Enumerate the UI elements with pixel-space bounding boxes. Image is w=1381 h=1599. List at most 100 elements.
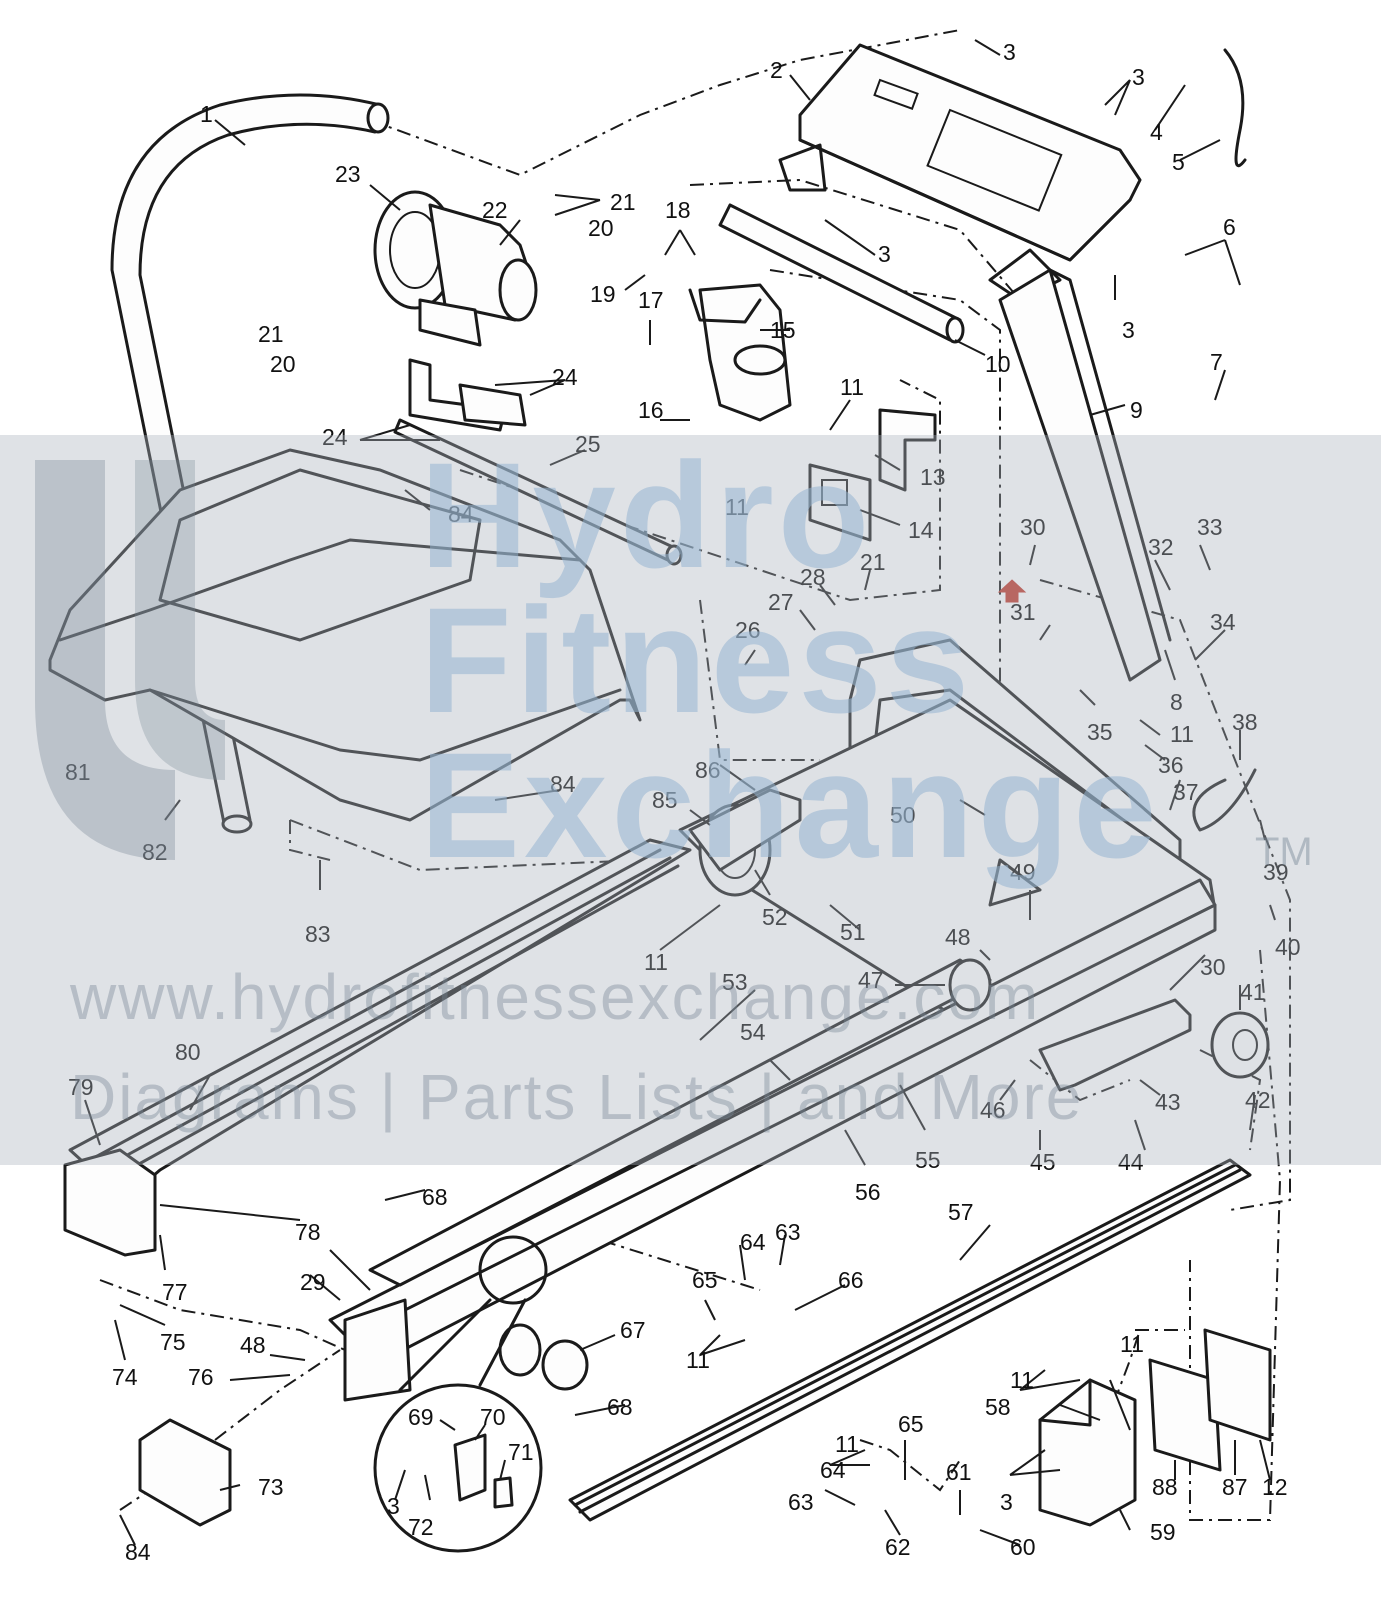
- callout-11: 11: [686, 1347, 710, 1373]
- callout-15: 15: [770, 317, 796, 343]
- callout-87: 87: [1222, 1474, 1248, 1500]
- watermark-url: www.hydrofitnessexchange.com: [70, 961, 1041, 1033]
- callout-63: 63: [775, 1219, 801, 1245]
- callout-24: 24: [322, 424, 348, 450]
- callout-labels: 1 2 3 3 3 3 3 3 4 5 6 7 8 9 10 11 11 11 …: [65, 39, 1301, 1565]
- callout-84: 84: [448, 501, 474, 527]
- callout-23: 23: [335, 161, 361, 187]
- callout-21: 21: [610, 189, 636, 215]
- callout-63: 63: [788, 1489, 814, 1515]
- callout-65: 65: [898, 1411, 924, 1437]
- callout-40: 40: [1275, 934, 1301, 960]
- callout-25: 25: [575, 431, 601, 457]
- callout-55: 55: [915, 1147, 941, 1173]
- callout-34: 34: [1210, 609, 1236, 635]
- callout-70: 70: [480, 1404, 506, 1430]
- callout-54: 54: [740, 1019, 766, 1045]
- console: [778, 43, 1142, 302]
- callout-51: 51: [840, 919, 866, 945]
- callout-29: 29: [300, 1269, 326, 1295]
- callout-72: 72: [408, 1514, 434, 1540]
- callout-36: 36: [1158, 752, 1184, 778]
- callout-66: 66: [838, 1267, 864, 1293]
- side-rail-57: [568, 1158, 1252, 1522]
- callout-88: 88: [1152, 1474, 1178, 1500]
- callout-20: 20: [588, 215, 614, 241]
- end-cap-67: [498, 1323, 589, 1391]
- callout-64: 64: [820, 1457, 846, 1483]
- callout-11: 11: [725, 494, 749, 520]
- callout-85: 85: [652, 787, 678, 813]
- callout-18: 18: [665, 197, 691, 223]
- callout-20: 20: [270, 351, 296, 377]
- board-87-88: [1148, 1328, 1272, 1472]
- motor-hood: [48, 448, 642, 822]
- detail-magnifier: [373, 1235, 548, 1553]
- callout-13: 13: [920, 464, 946, 490]
- watermark-tagline: Diagrams | Parts Lists | and More: [70, 1061, 1084, 1133]
- callout-84: 84: [125, 1539, 151, 1565]
- watermark-trademark: TM: [1255, 830, 1313, 874]
- callout-62: 62: [885, 1534, 911, 1560]
- callout-47: 47: [858, 967, 884, 993]
- controller-board-14: [808, 463, 872, 542]
- callout-37: 37: [1173, 779, 1199, 805]
- callout-11: 11: [1170, 721, 1194, 747]
- callout-10: 10: [985, 351, 1011, 377]
- roller-10: [718, 203, 965, 344]
- callout-43: 43: [1155, 1089, 1181, 1115]
- callout-74: 74: [112, 1364, 138, 1390]
- callout-3: 3: [1000, 1489, 1013, 1515]
- callout-68: 68: [422, 1184, 448, 1210]
- callout-4: 4: [1150, 119, 1163, 145]
- callout-39: 39: [1263, 859, 1289, 885]
- callout-30: 30: [1020, 514, 1046, 540]
- callout-60: 60: [1010, 1534, 1036, 1560]
- callout-2: 2: [770, 57, 783, 83]
- callout-6: 6: [1223, 214, 1236, 240]
- callout-61: 61: [946, 1459, 972, 1485]
- callout-21: 21: [860, 549, 886, 575]
- callout-53: 53: [722, 969, 748, 995]
- lift-actuator: [688, 283, 792, 422]
- callout-31: 31: [1010, 599, 1036, 625]
- callout-3: 3: [1003, 39, 1016, 65]
- drive-motor: [373, 190, 538, 347]
- callout-75: 75: [160, 1329, 186, 1355]
- watermark-logo-icon: [35, 460, 225, 860]
- callout-82: 82: [142, 839, 168, 865]
- motor-mounts: [408, 358, 527, 432]
- callout-11: 11: [835, 1431, 859, 1457]
- watermark-brand-line3: Exchange: [420, 721, 1161, 889]
- callout-80: 80: [175, 1039, 201, 1065]
- callout-32: 32: [1148, 534, 1174, 560]
- handlebar-tube: [110, 93, 390, 834]
- callout-12: 12: [1262, 1474, 1288, 1500]
- callout-77: 77: [162, 1279, 188, 1305]
- callout-59: 59: [1150, 1519, 1176, 1545]
- callout-78: 78: [295, 1219, 321, 1245]
- callout-45: 45: [1030, 1149, 1056, 1175]
- leader-lines: [84, 39, 1276, 1546]
- callout-11: 11: [840, 374, 864, 400]
- callout-30: 30: [1200, 954, 1226, 980]
- power-cord: [1192, 48, 1257, 832]
- upright-column: [998, 268, 1172, 682]
- callout-21: 21: [258, 321, 284, 347]
- callout-58: 58: [985, 1394, 1011, 1420]
- controller-box: [1038, 1378, 1137, 1527]
- callout-68: 68: [607, 1394, 633, 1420]
- callout-9: 9: [1130, 397, 1143, 423]
- callout-67: 67: [620, 1317, 646, 1343]
- callout-41: 41: [1240, 979, 1266, 1005]
- callout-27: 27: [768, 589, 794, 615]
- callout-57: 57: [948, 1199, 974, 1225]
- callout-26: 26: [735, 617, 761, 643]
- callout-17: 17: [638, 287, 664, 313]
- callout-49: 49: [1010, 859, 1036, 885]
- highlight-arrow: [997, 579, 1027, 603]
- callout-86: 86: [695, 757, 721, 783]
- watermark-band: [0, 435, 1381, 1165]
- watermark-brand-line2: Fitness: [420, 576, 974, 744]
